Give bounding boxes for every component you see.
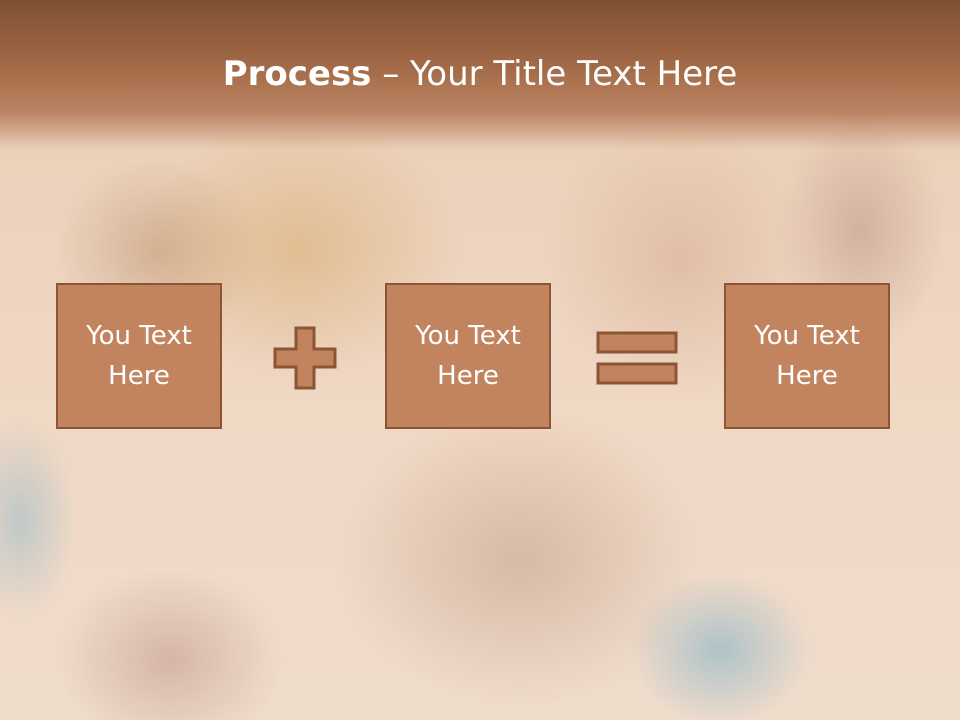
box-2-line-1: You Text	[415, 321, 521, 351]
box-1-line-2: Here	[108, 361, 170, 391]
process-box-2[interactable]: You Text Here	[385, 283, 551, 429]
title-bold: Process	[222, 54, 372, 94]
equals-icon	[596, 331, 678, 385]
box-2-line-2: Here	[437, 361, 499, 391]
title-text: – Your Title Text Here	[371, 54, 738, 94]
box-1-line-1: You Text	[86, 321, 192, 351]
process-box-1[interactable]: You Text Here	[56, 283, 222, 429]
box-3-line-1: You Text	[754, 321, 860, 351]
title-bar	[0, 0, 960, 150]
plus-icon	[273, 326, 337, 390]
slide-title[interactable]: Process – Your Title Text Here	[0, 52, 960, 96]
box-3-line-2: Here	[776, 361, 838, 391]
process-box-3[interactable]: You Text Here	[724, 283, 890, 429]
